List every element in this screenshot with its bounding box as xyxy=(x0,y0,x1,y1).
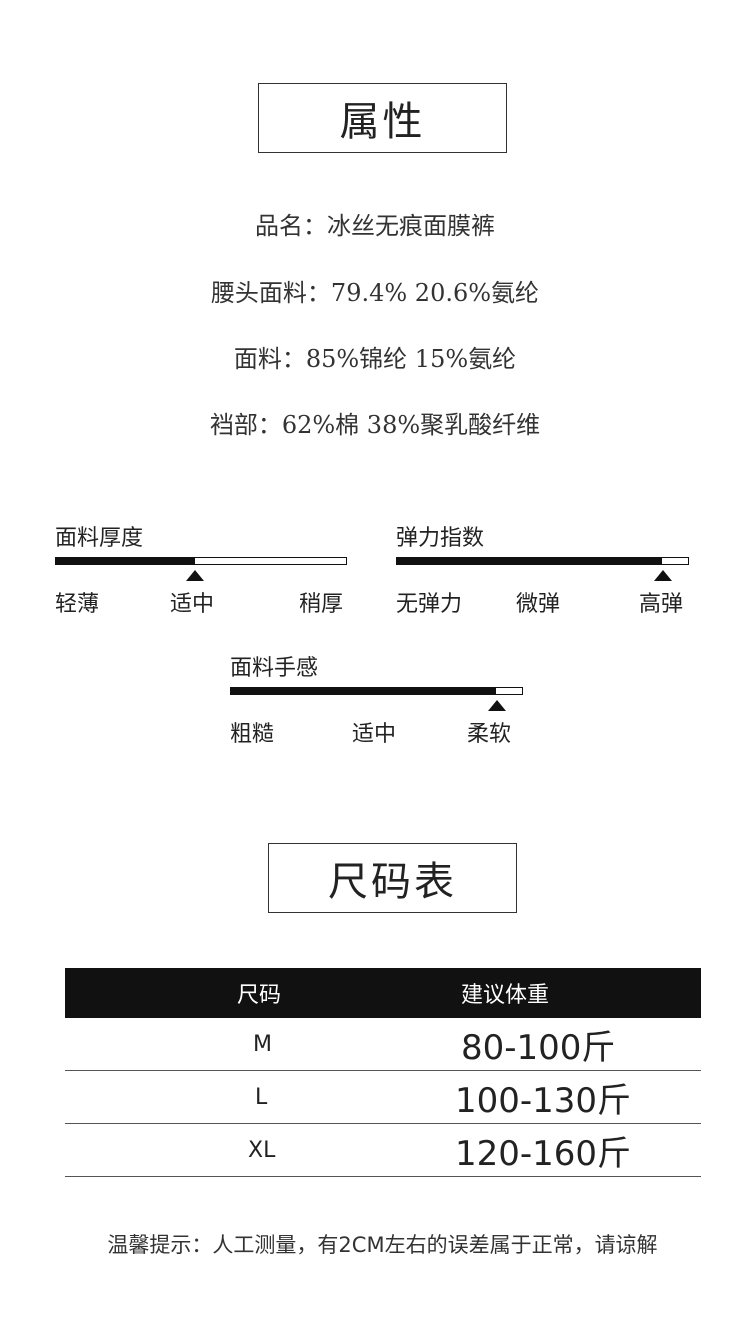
scale-fill xyxy=(56,558,196,564)
scale-tick-high: 高弹 xyxy=(639,592,684,617)
scale-tick-low: 无弹力 xyxy=(396,592,463,617)
size-chart-title: 尺码表 xyxy=(268,843,517,913)
scale-label: 面料手感 xyxy=(230,656,319,681)
scale-marker-icon xyxy=(186,570,205,581)
fabric-feel-scale: 面料手感 粗糙 适中 柔软 xyxy=(230,650,523,750)
scale-label: 面料厚度 xyxy=(55,526,144,551)
scale-tick-high: 柔软 xyxy=(467,722,512,747)
scale-bar xyxy=(230,687,523,695)
scale-marker-icon xyxy=(653,570,672,581)
scale-bar xyxy=(55,557,347,565)
scale-label: 弹力指数 xyxy=(396,526,485,551)
scale-tick-mid: 微弹 xyxy=(516,592,561,617)
row-weight: 80-100斤 xyxy=(461,1027,616,1068)
scale-tick-mid: 适中 xyxy=(352,722,397,747)
header-weight: 建议体重 xyxy=(461,983,550,1008)
scale-tick-high: 稍厚 xyxy=(299,592,344,617)
row-weight: 120-160斤 xyxy=(455,1133,632,1174)
elasticity-scale: 弹力指数 无弹力 微弹 高弹 xyxy=(396,520,689,620)
fabric-thickness-scale: 面料厚度 轻薄 适中 稍厚 xyxy=(55,520,347,620)
scale-tick-low: 粗糙 xyxy=(230,722,275,747)
scale-tick-low: 轻薄 xyxy=(55,592,100,617)
row-size: L xyxy=(255,1084,268,1110)
scale-fill xyxy=(231,688,496,694)
attr-fabric: 面料：85%锦纶 15%氨纶 xyxy=(233,345,517,373)
scale-fill xyxy=(397,558,662,564)
attributes-title: 属性 xyxy=(258,83,507,153)
row-size: M xyxy=(253,1031,272,1057)
attr-product-name: 品名：冰丝无痕面膜裤 xyxy=(255,212,495,240)
row-size: XL xyxy=(248,1137,276,1163)
attr-waistband-fabric: 腰头面料：79.4% 20.6%氨纶 xyxy=(210,279,540,307)
table-row: XL 120-160斤 xyxy=(65,1124,701,1177)
table-row: L 100-130斤 xyxy=(65,1071,701,1124)
header-size: 尺码 xyxy=(237,983,282,1008)
table-row: M 80-100斤 xyxy=(65,1018,701,1071)
scale-tick-mid: 适中 xyxy=(170,592,215,617)
size-table: 尺码 建议体重 M 80-100斤 L 100-130斤 XL 120-160斤 xyxy=(65,968,701,1177)
footer-note: 温馨提示：人工测量，有2CM左右的误差属于正常，请谅解 xyxy=(107,1233,658,1257)
attr-crotch: 裆部：62%棉 38%聚乳酸纤维 xyxy=(209,411,541,439)
scale-bar xyxy=(396,557,689,565)
row-weight: 100-130斤 xyxy=(455,1080,632,1121)
scale-marker-icon xyxy=(487,700,506,711)
size-table-header: 尺码 建议体重 xyxy=(65,968,701,1018)
